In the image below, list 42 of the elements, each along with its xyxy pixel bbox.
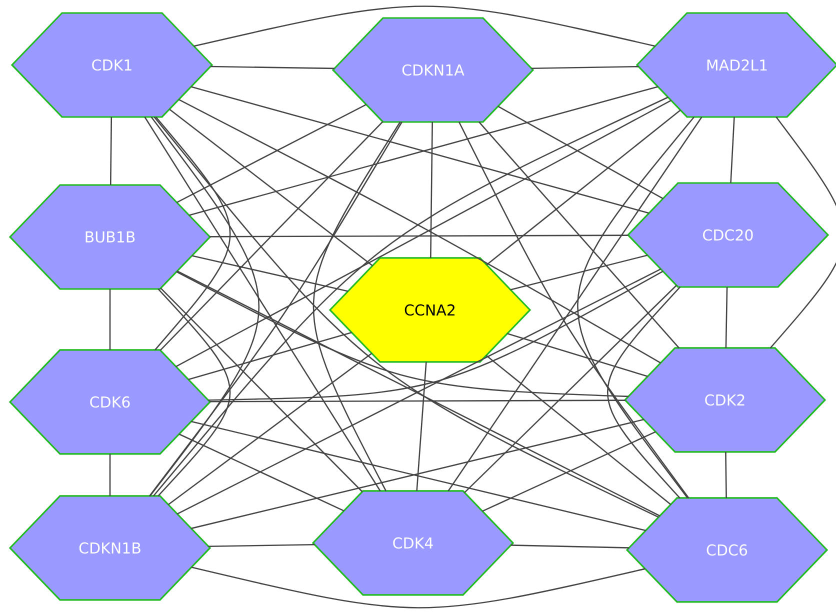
interaction-line <box>482 431 656 512</box>
interaction-line <box>478 122 680 348</box>
gene-node: MAD2L1 <box>636 12 836 118</box>
interaction-line <box>464 284 677 494</box>
interaction-line <box>188 332 352 380</box>
interaction-line <box>178 434 344 512</box>
interaction-line <box>430 122 433 258</box>
interaction-line <box>109 289 111 350</box>
interaction-line <box>192 255 348 292</box>
interaction-line <box>498 106 664 200</box>
interaction-line <box>158 288 230 496</box>
interaction-line <box>168 352 372 506</box>
interaction-line <box>725 286 728 348</box>
interaction-line <box>160 288 363 492</box>
interaction-line <box>210 66 334 70</box>
interaction-line <box>208 544 315 547</box>
interaction-line <box>191 566 646 608</box>
interaction-line <box>510 544 630 548</box>
interaction-line <box>416 362 427 492</box>
interaction-line <box>176 271 628 398</box>
interaction-line <box>160 121 384 351</box>
interaction-line <box>725 452 727 498</box>
interaction-line <box>208 270 664 401</box>
interaction-line <box>154 116 231 350</box>
interaction-line <box>770 116 836 348</box>
interaction-line <box>607 286 681 498</box>
interaction-line <box>169 108 373 266</box>
interaction-line <box>730 116 735 184</box>
interaction-line <box>210 234 628 238</box>
interaction-line <box>210 400 626 402</box>
interaction-line <box>486 110 681 266</box>
interaction-line <box>577 116 695 498</box>
interaction-line <box>176 104 366 204</box>
interaction-line <box>486 354 672 506</box>
interaction-line <box>194 6 656 47</box>
interaction-line <box>313 122 401 492</box>
interaction-line <box>531 66 639 70</box>
interaction-line <box>149 116 260 496</box>
interaction-line <box>510 254 648 290</box>
interaction-line <box>110 116 112 185</box>
interaction-line <box>507 332 648 378</box>
interaction-line <box>109 454 111 496</box>
